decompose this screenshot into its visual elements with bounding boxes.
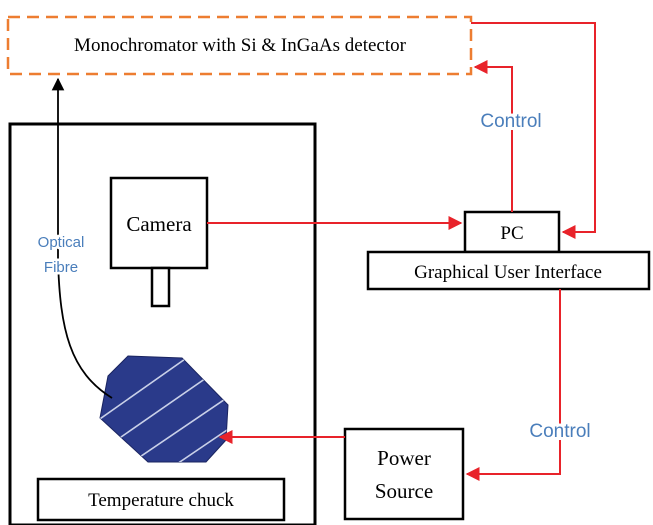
monochromator-to-pc-arrow bbox=[471, 22, 596, 239]
temperature-chuck-label: Temperature chuck bbox=[88, 490, 234, 511]
pc-label: PC bbox=[500, 223, 523, 244]
enclosure-box bbox=[8, 122, 317, 525]
optical-fibre-label-line2: Fibre bbox=[44, 259, 78, 276]
gui-to-power-source-arrow bbox=[465, 289, 561, 481]
power-source-box: Power Source bbox=[343, 427, 465, 521]
power-source-label-line2: Source bbox=[375, 479, 433, 503]
control-label-bottom: Control bbox=[529, 421, 590, 442]
temperature-chuck-box: Temperature chuck bbox=[36, 477, 286, 522]
monochromator-label: Monochromator with Si & InGaAs detector bbox=[74, 35, 407, 56]
optical-fibre-label-line1: Optical bbox=[38, 234, 85, 251]
camera-label: Camera bbox=[126, 212, 192, 236]
gui-label: Graphical User Interface bbox=[414, 262, 602, 283]
camera-lens-icon bbox=[150, 266, 171, 308]
control-label-top: Control bbox=[480, 111, 541, 132]
power-source-label-line1: Power bbox=[377, 446, 431, 470]
pc-box: PC bbox=[463, 210, 561, 254]
pc-to-monochromator-arrow bbox=[473, 60, 513, 212]
monochromator-box: Monochromator with Si & InGaAs detector bbox=[6, 15, 473, 76]
optical-fibre-line bbox=[51, 77, 113, 399]
gui-box: Graphical User Interface bbox=[366, 250, 651, 291]
camera-box: Camera bbox=[109, 176, 209, 270]
